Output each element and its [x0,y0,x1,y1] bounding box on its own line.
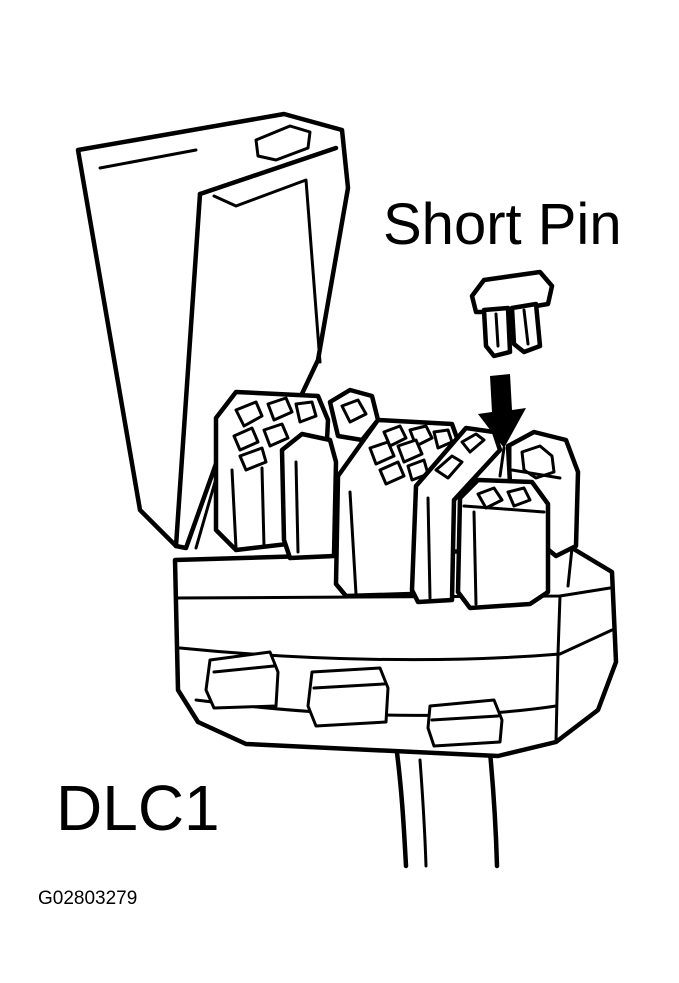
wire-harness [393,742,500,869]
housing-latch-tabs [204,650,504,748]
dlc1-label: DLC1 [56,772,220,844]
short-pin [469,269,555,359]
hinged-cover [75,111,351,551]
terminal-blocks [213,387,581,611]
short-pin-label: Short Pin [383,192,622,257]
arrow-down-icon [478,374,526,480]
figure-code: G02803279 [38,888,138,909]
